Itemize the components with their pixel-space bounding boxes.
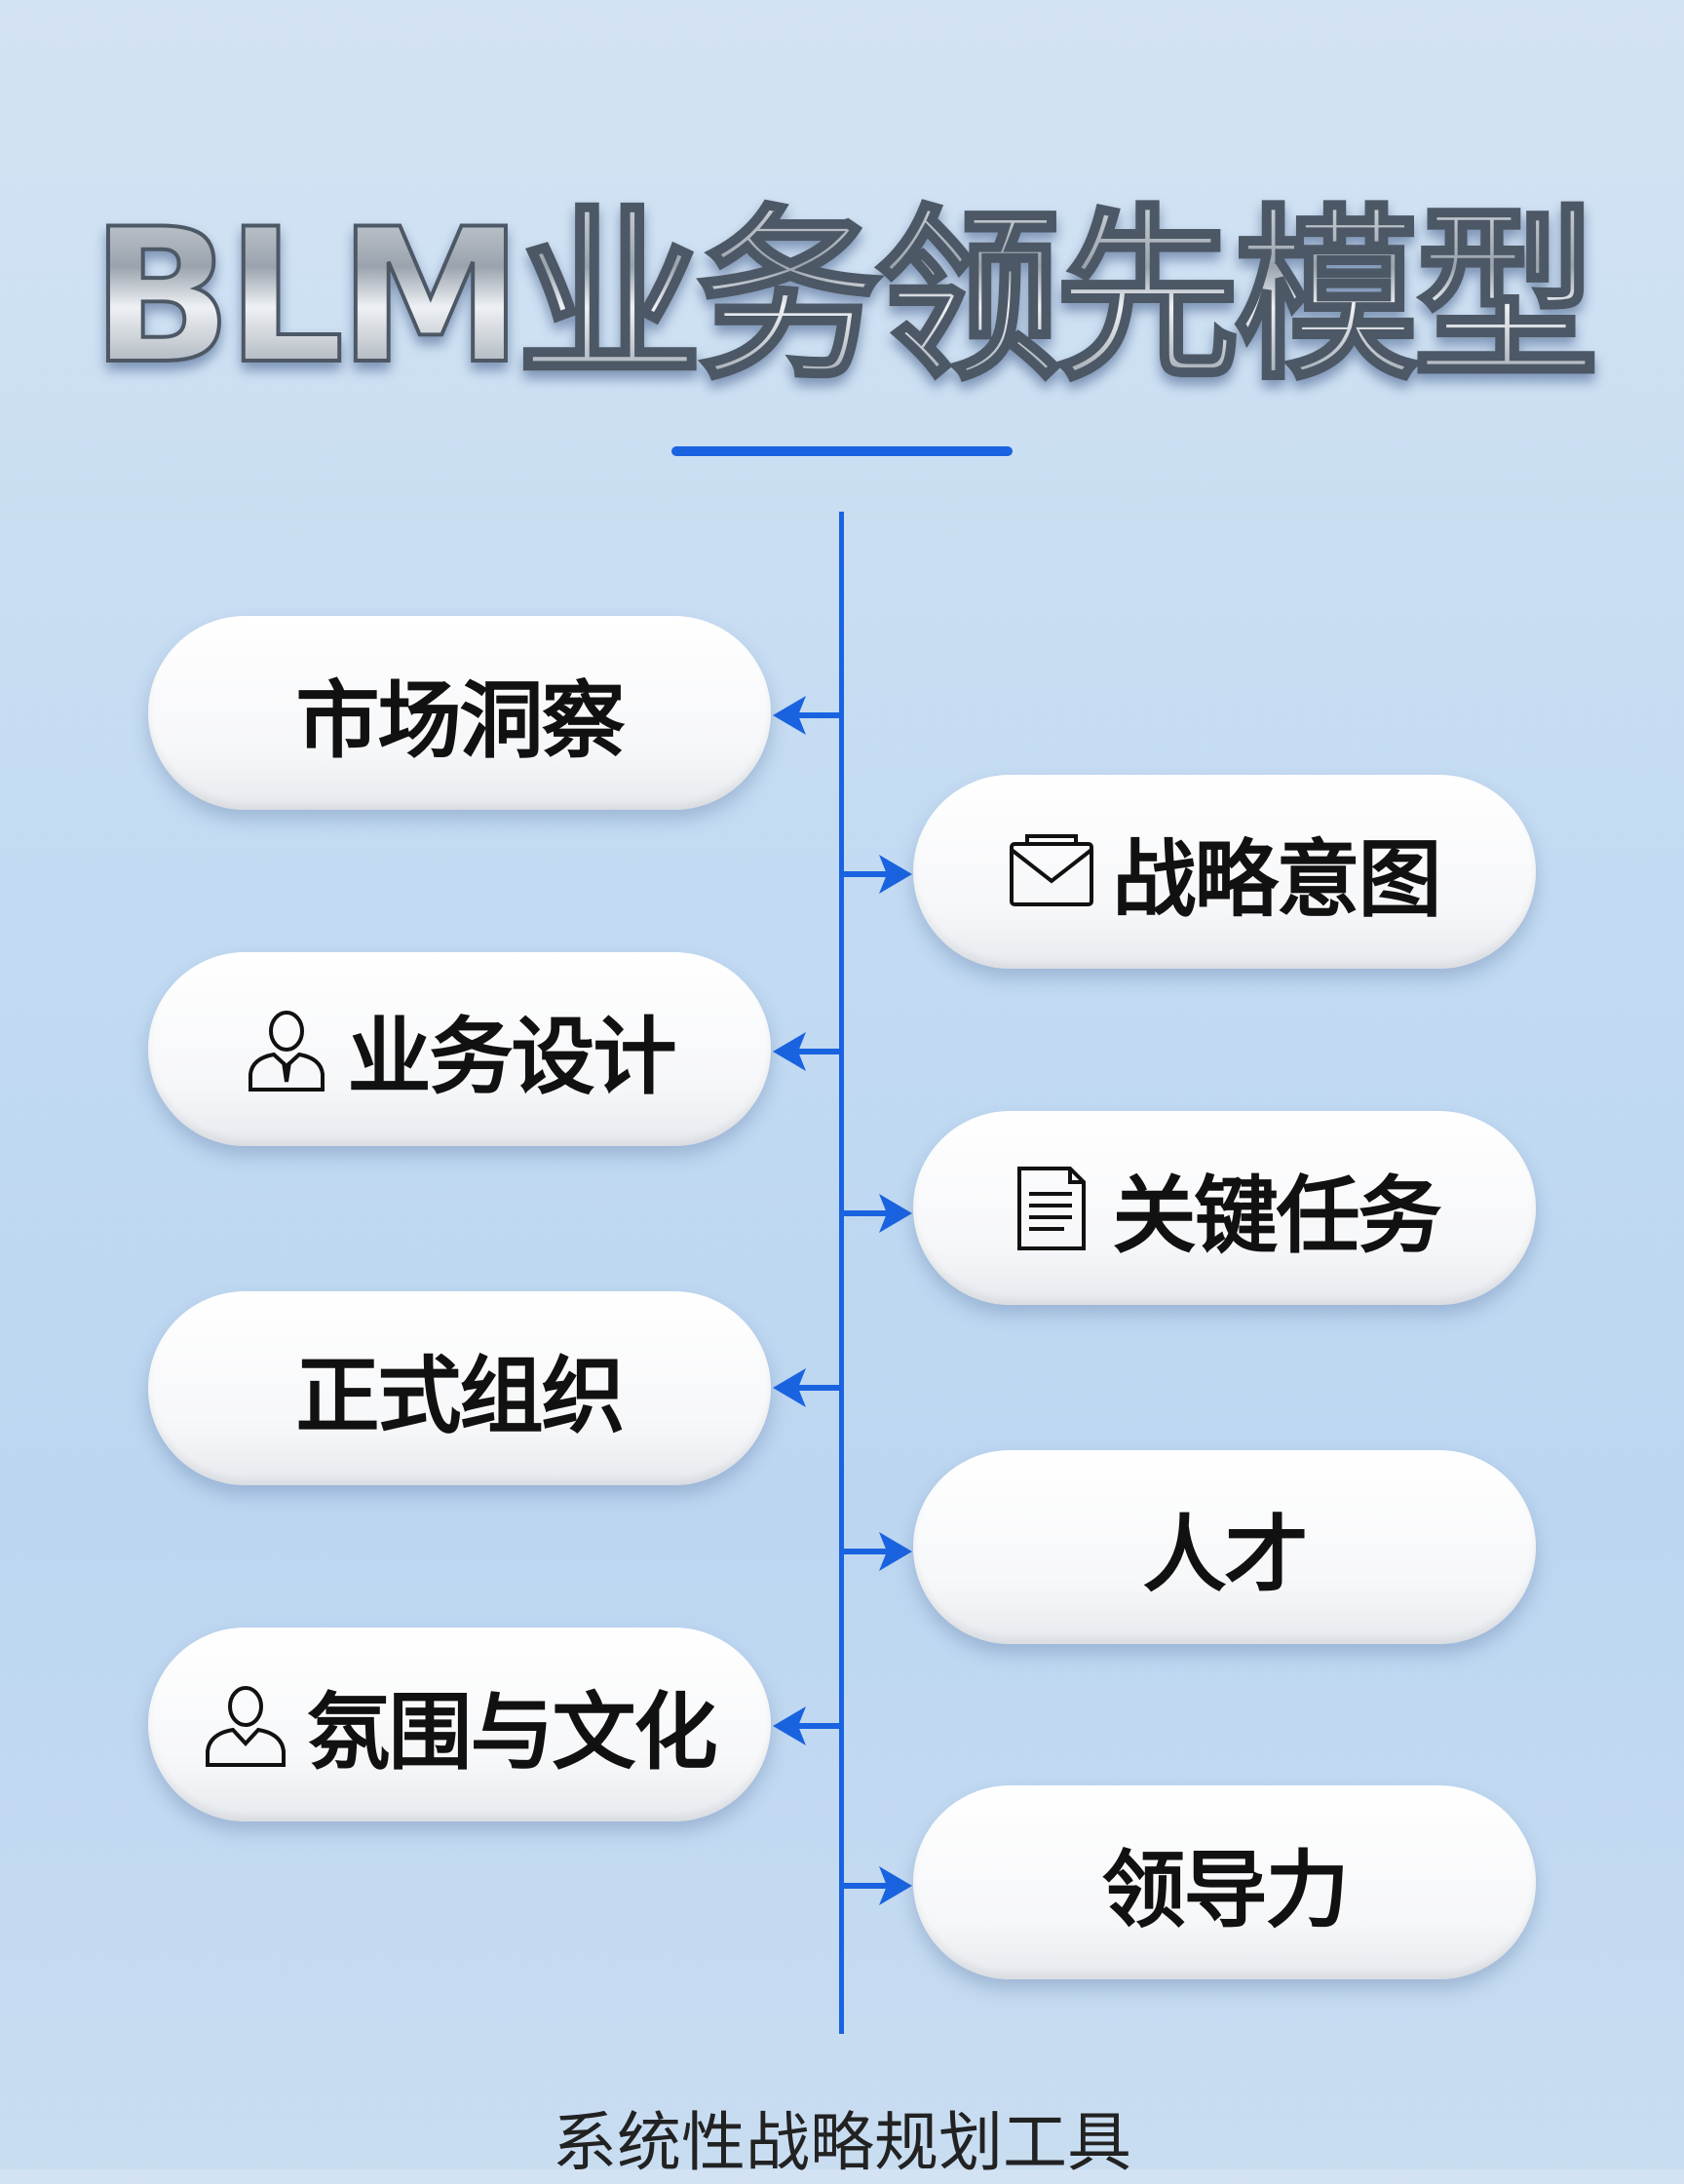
arrow-left (773, 696, 841, 735)
node-talent: 人才 (913, 1450, 1536, 1644)
person-icon (204, 1683, 287, 1767)
node-label: 战略意图 (1112, 831, 1442, 929)
person-tie-icon (245, 1008, 328, 1092)
arrow-right (842, 1866, 912, 1905)
central-axis-line (839, 512, 844, 2034)
node-market-insight: 市场洞察 (148, 616, 771, 810)
node-business-design: 业务设计 (148, 952, 771, 1146)
arrow-right (842, 855, 912, 894)
node-label: 市场洞察 (295, 672, 626, 770)
node-label: 业务设计 (347, 1009, 677, 1106)
node-leadership: 领导力 (913, 1785, 1536, 1979)
arrow-left (773, 1368, 841, 1407)
node-label: 关键任务 (1112, 1168, 1442, 1265)
envelope-icon (1009, 830, 1093, 914)
node-label: 正式组织 (295, 1348, 626, 1445)
node-label: 人才 (1142, 1507, 1309, 1604)
node-formal-organization: 正式组织 (148, 1291, 771, 1485)
document-icon (1010, 1166, 1093, 1250)
arrow-left (773, 1032, 841, 1071)
node-label: 领导力 (1101, 1842, 1350, 1939)
node-climate-culture: 氛围与文化 (148, 1628, 771, 1821)
node-label: 氛围与文化 (306, 1684, 718, 1782)
arrow-right (842, 1194, 912, 1233)
footer-caption: 系统性战略规划工具 (553, 2105, 1131, 2180)
arrow-left (773, 1706, 841, 1745)
title-divider (671, 446, 1013, 456)
node-strategic-intent: 战略意图 (913, 775, 1536, 969)
node-key-tasks: 关键任务 (913, 1111, 1536, 1305)
arrow-right (842, 1532, 912, 1571)
page-title: BLM业务领先模型 (0, 146, 1684, 414)
